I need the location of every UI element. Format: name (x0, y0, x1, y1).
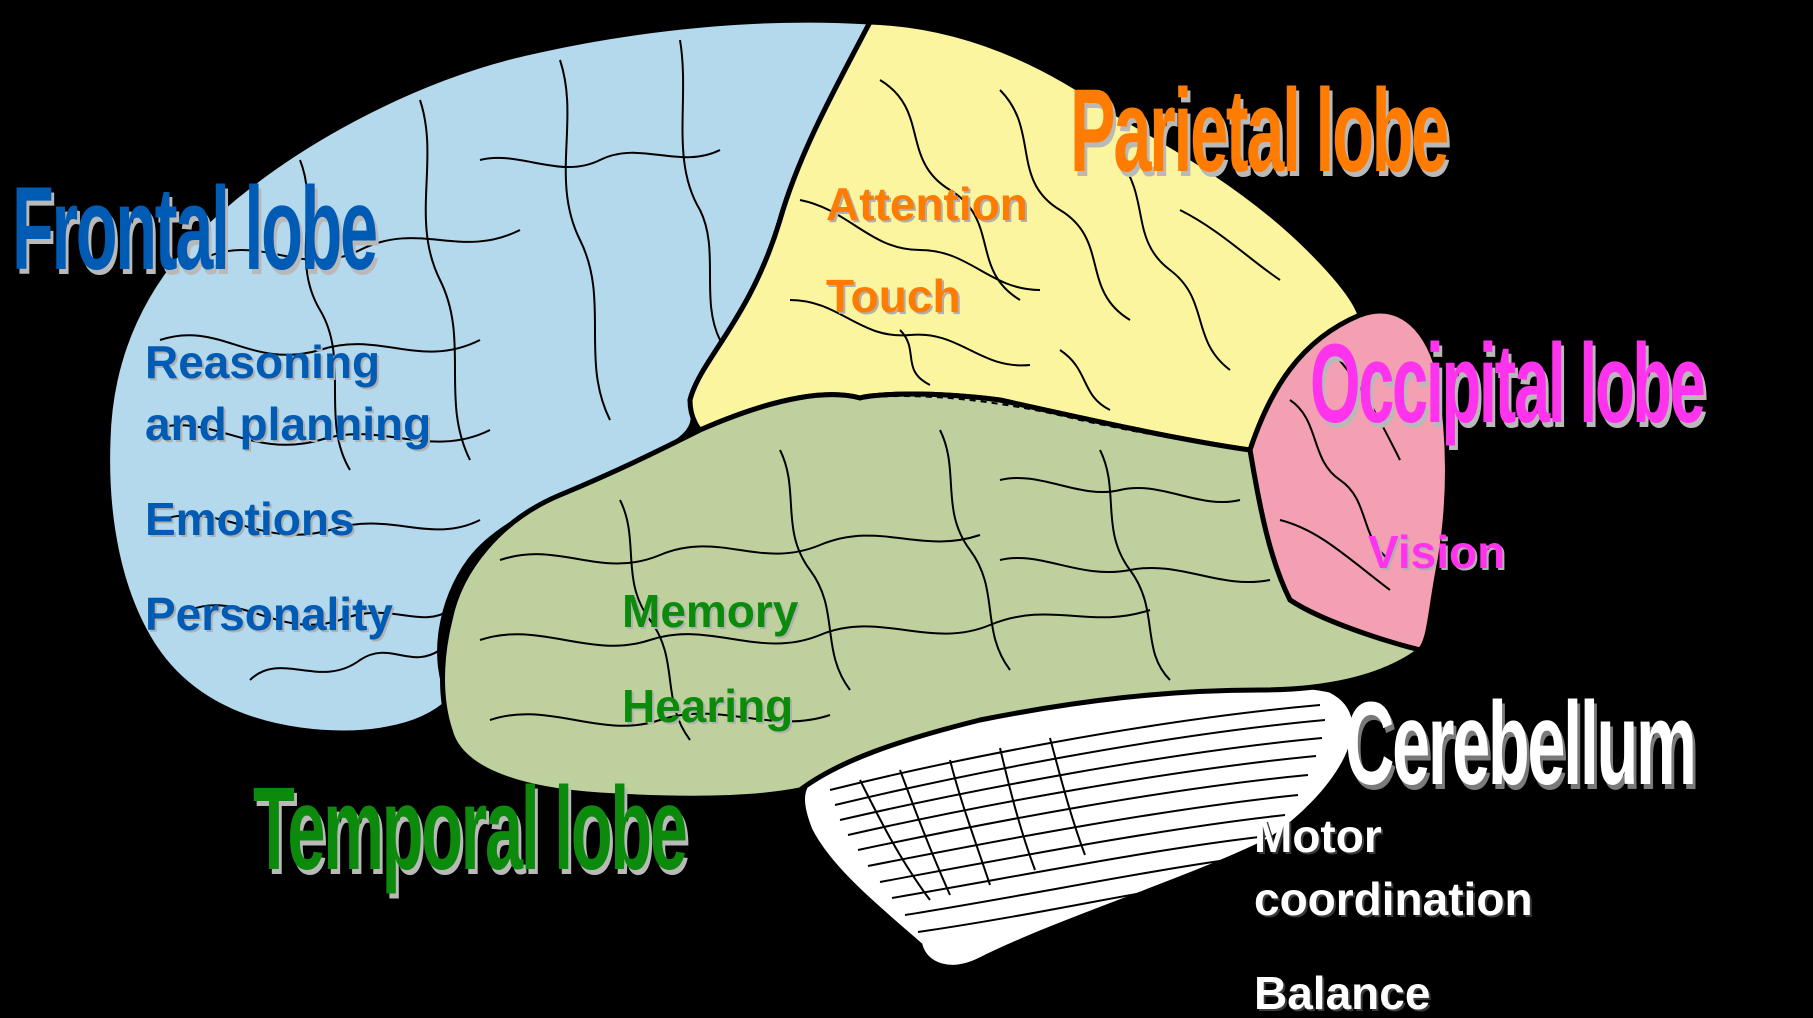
occipital-function-vision: Vision (1368, 526, 1505, 579)
frontal-function-reasoning: Reasoning (145, 336, 380, 389)
temporal-function-memory: Memory (622, 585, 798, 638)
cerebellum-function-coordination: coordination (1254, 873, 1533, 926)
cerebellum-function-motor: Motor (1254, 810, 1382, 863)
temporal-function-hearing: Hearing (622, 680, 793, 733)
cerebellum-function-balance: Balance (1254, 967, 1430, 1018)
occipital-lobe-title: Occipital lobe (1310, 328, 1703, 440)
frontal-function-and-planning: and planning (145, 398, 431, 451)
parietal-lobe-title: Parietal lobe (1070, 72, 1447, 190)
frontal-function-personality: Personality (145, 588, 393, 641)
cerebellum-title: Cerebellum (1345, 685, 1695, 803)
temporal-lobe-title: Temporal lobe (253, 770, 686, 888)
frontal-lobe-title: Frontal lobe (12, 170, 376, 288)
frontal-function-emotions: Emotions (145, 493, 355, 546)
parietal-function-touch: Touch (826, 270, 961, 323)
parietal-function-attention: Attention (826, 178, 1028, 231)
